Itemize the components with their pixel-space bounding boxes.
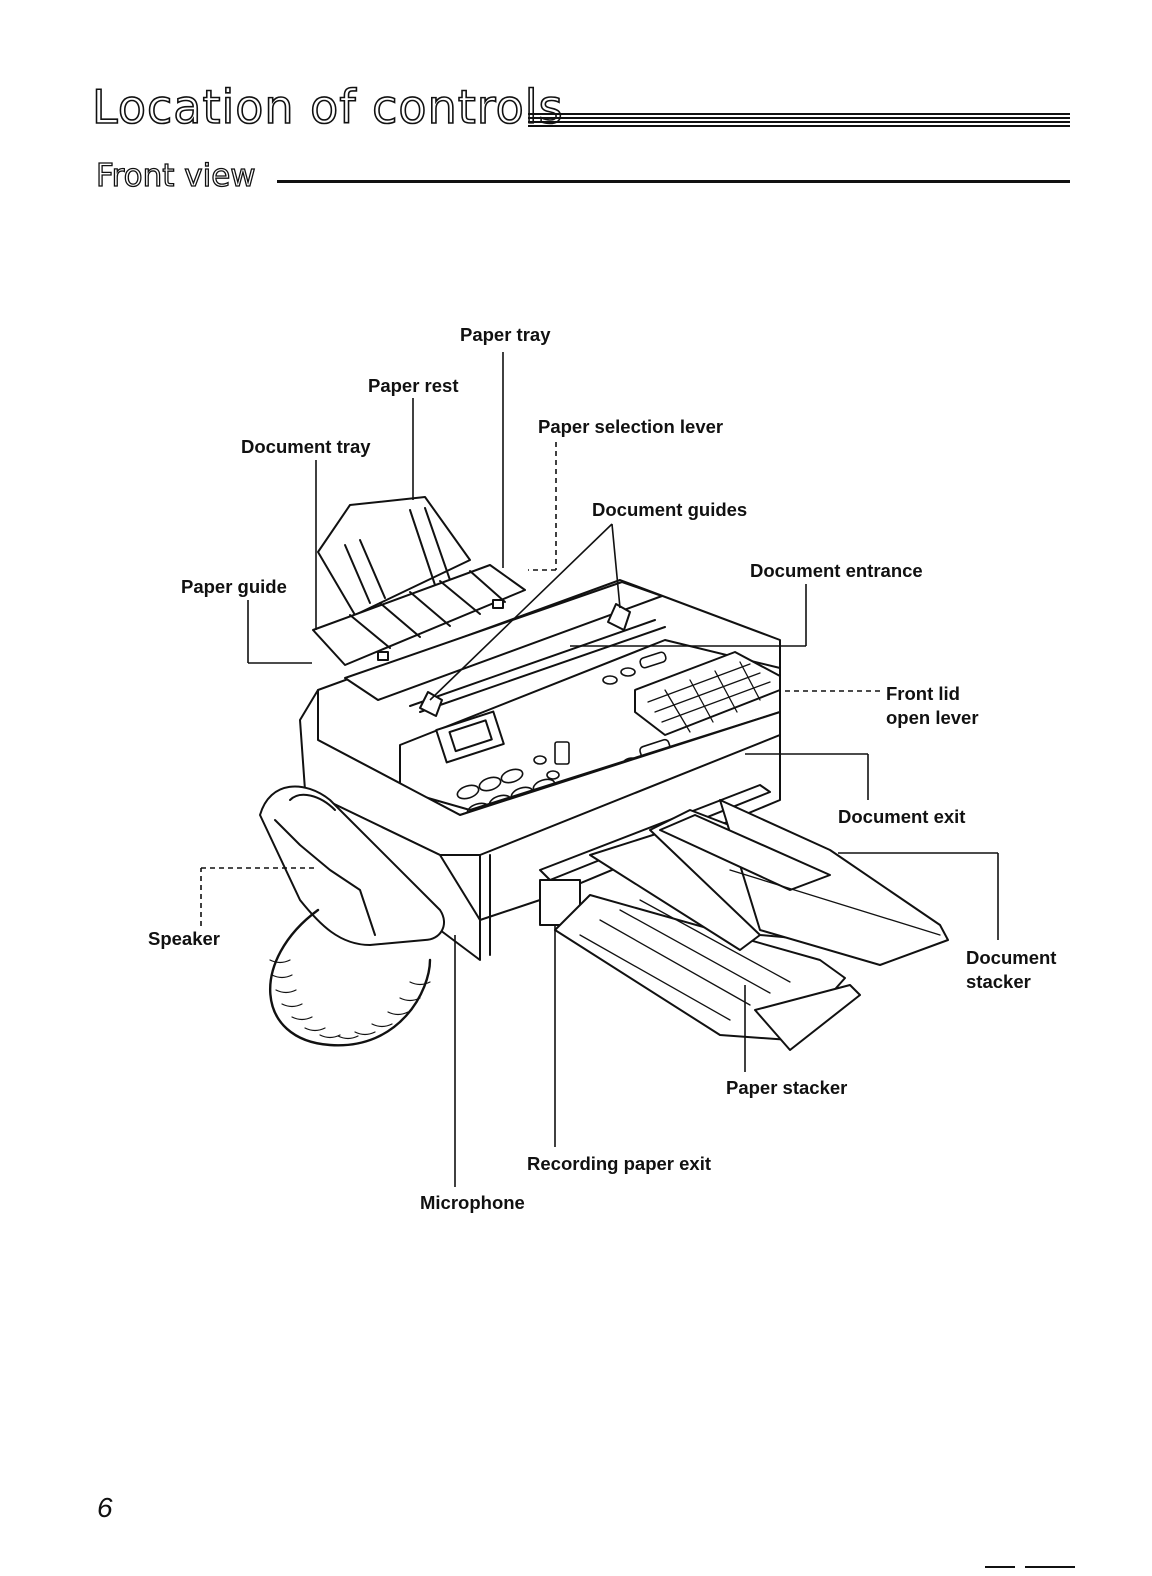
label-document-exit: Document exit xyxy=(838,806,965,827)
footer-rule xyxy=(1025,1566,1075,1568)
page-number: 6 xyxy=(97,1492,113,1524)
label-paper-guide: Paper guide xyxy=(181,576,287,597)
label-document-stacker-2: stacker xyxy=(966,971,1031,992)
label-document-stacker-1: Document xyxy=(966,947,1056,968)
label-recording-paper-exit: Recording paper exit xyxy=(527,1153,711,1174)
label-paper-stacker: Paper stacker xyxy=(726,1077,847,1098)
label-document-guides: Document guides xyxy=(592,499,747,520)
label-speaker: Speaker xyxy=(148,928,220,949)
label-front-lid-open-lever-1: Front lid xyxy=(886,683,960,704)
label-paper-selection-lever: Paper selection lever xyxy=(538,416,723,437)
label-document-tray: Document tray xyxy=(241,436,371,457)
label-document-entrance: Document entrance xyxy=(750,560,923,581)
label-front-lid-open-lever-2: open lever xyxy=(886,707,979,728)
footer-rule xyxy=(985,1566,1015,1568)
label-microphone: Microphone xyxy=(420,1192,525,1213)
label-paper-tray: Paper tray xyxy=(460,324,551,345)
label-paper-rest: Paper rest xyxy=(368,375,459,396)
